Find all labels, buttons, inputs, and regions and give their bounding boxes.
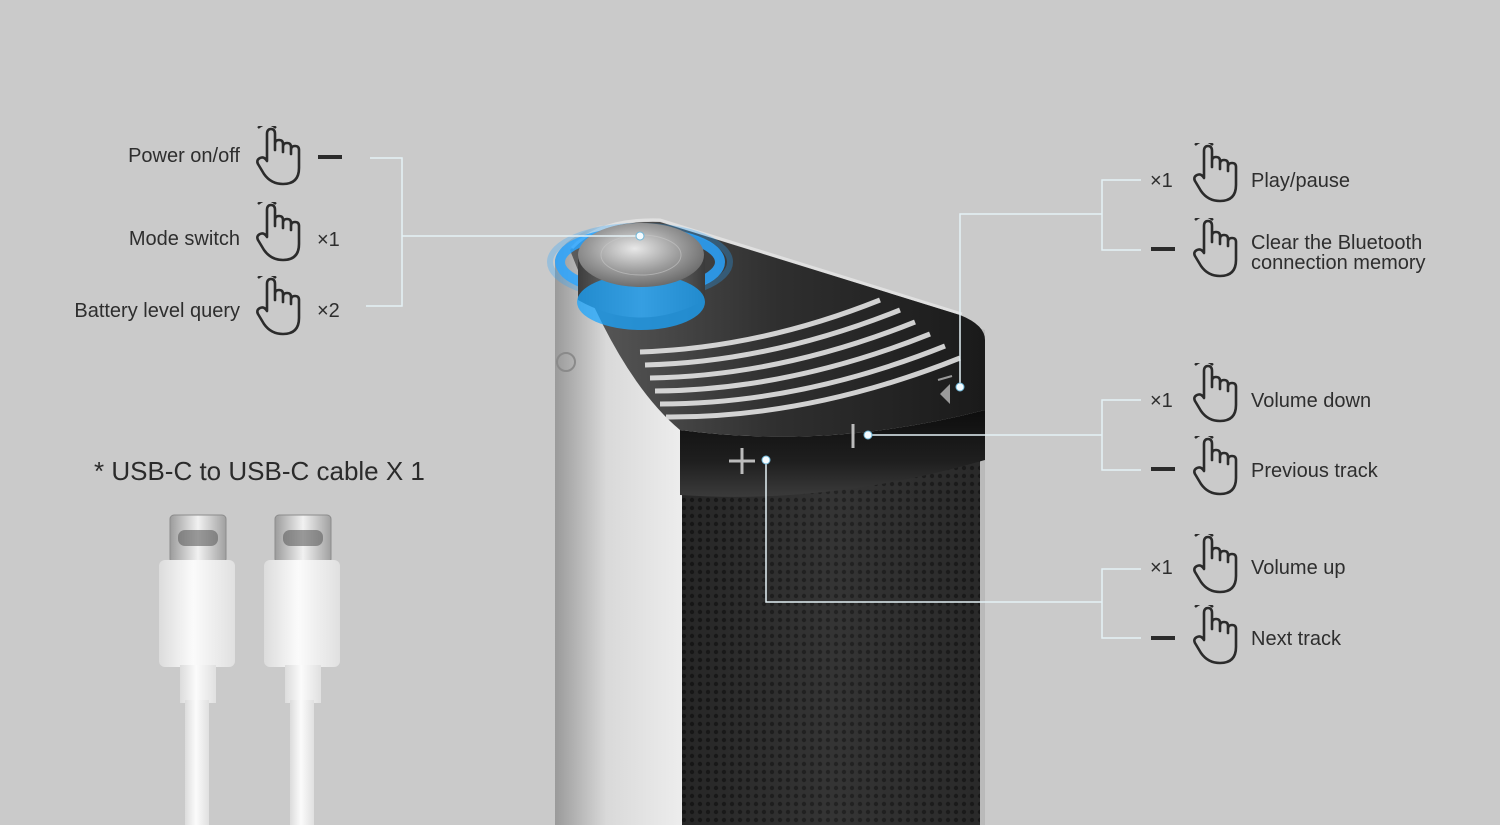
- hand-pointer-icon: [1192, 143, 1242, 205]
- mode-button-top-right[interactable]: [937, 375, 953, 404]
- long-press-dash: [1151, 467, 1175, 471]
- clear-bluetooth-label: Clear the Bluetooth connection memory: [1251, 232, 1426, 274]
- side-power-symbol: [556, 352, 576, 372]
- hand-pointer-icon: [255, 276, 305, 338]
- long-press-dash: [1151, 247, 1175, 251]
- mode-pointer-dot: [955, 382, 965, 392]
- volume-down-label: Volume down: [1251, 390, 1372, 412]
- power-label: Power on/off: [128, 145, 240, 167]
- hand-pointer-icon: [1192, 605, 1242, 667]
- press-count: ×1: [1150, 390, 1173, 412]
- press-count: ×1: [1150, 557, 1173, 579]
- long-press-dash: [318, 155, 342, 159]
- plus-button[interactable]: [729, 448, 755, 474]
- cable-caption: * USB-C to USB-C cable X 1: [94, 456, 425, 486]
- hand-pointer-icon: [255, 126, 305, 188]
- hand-pointer-icon: [1192, 218, 1242, 280]
- battery-label: Battery level query: [74, 300, 240, 322]
- knob-pointer-dot: [635, 231, 645, 241]
- volume-up-label: Volume up: [1251, 557, 1346, 579]
- hand-pointer-icon: [1192, 534, 1242, 596]
- next-track-label: Next track: [1251, 628, 1342, 650]
- long-press-dash: [1151, 636, 1175, 640]
- hand-pointer-icon: [255, 202, 305, 264]
- hand-pointer-icon: [1192, 436, 1242, 498]
- plus-pointer-dot: [761, 455, 771, 465]
- previous-track-label: Previous track: [1251, 460, 1378, 482]
- press-count: ×2: [317, 300, 340, 322]
- press-count: ×1: [317, 229, 340, 251]
- play-pause-label: Play/pause: [1251, 170, 1350, 192]
- minus-pointer-dot: [863, 430, 873, 440]
- hand-pointer-icon: [1192, 363, 1242, 425]
- press-count: ×1: [1150, 170, 1173, 192]
- mode-switch-label: Mode switch: [128, 228, 240, 250]
